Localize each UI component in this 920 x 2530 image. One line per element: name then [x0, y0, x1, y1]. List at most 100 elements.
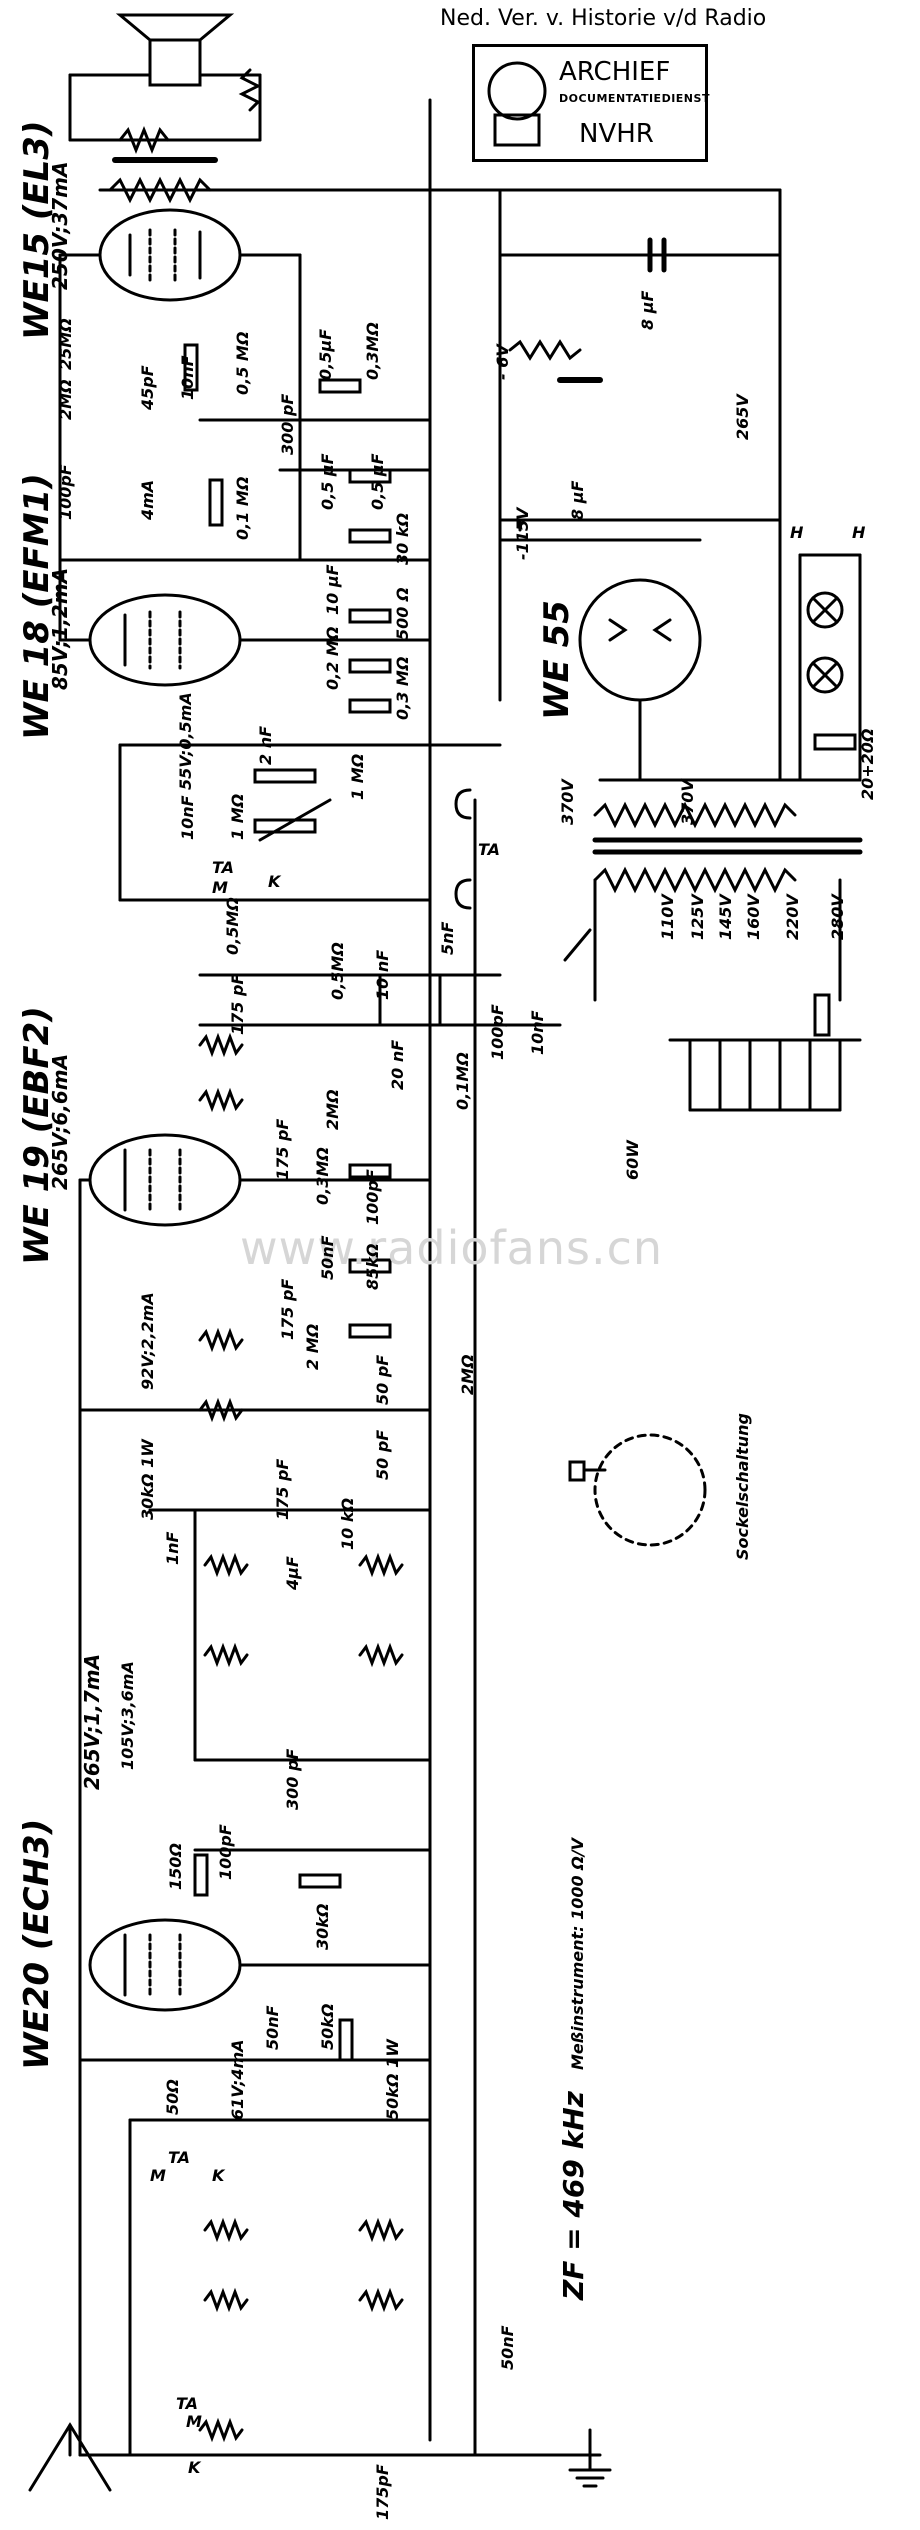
value-c-175pF-b: 175 pF — [273, 1118, 292, 1180]
value-i-4mA: 4mA — [138, 479, 157, 520]
stamp-logo-icon — [487, 61, 547, 147]
value-tap-160: 160V — [744, 894, 763, 940]
value-c-100pF-b: 100pF — [488, 1004, 507, 1060]
value-r-50k-b: 50kΩ 1W — [383, 2039, 402, 2120]
value-r-1M-b: 1 MΩ — [348, 753, 367, 800]
value-c-2nF: 2 nF — [256, 725, 275, 765]
switch-label-k-2: K — [212, 2166, 225, 2185]
if-frequency-note: ZF = 469 kHz — [557, 2091, 590, 2300]
speaker-icon — [148, 38, 202, 87]
value-c-100pF-c: 100pF — [363, 1169, 382, 1225]
value-v-265V: 265V — [733, 394, 752, 440]
value-r-05M-b: 0,5MΩ — [223, 897, 242, 955]
value-r-2M-a: 2MΩ — [56, 379, 75, 420]
heater-label-1: H — [790, 523, 804, 542]
value-c-175pF-d: 175 pF — [273, 1458, 292, 1520]
switch-label-m-2: M — [150, 2166, 166, 2185]
value-r-10k: 10 kΩ — [338, 1497, 357, 1550]
value-r-50k-a: 50kΩ — [318, 2003, 337, 2050]
value-v-6V: - 6V — [493, 344, 512, 380]
mains-fuse — [813, 993, 831, 1037]
value-r-03M-b: 0,3 MΩ — [393, 656, 412, 720]
tube-spec-we15: 250V;37mA — [48, 161, 72, 290]
value-v-370-b: 370V — [678, 779, 697, 825]
value-r-1M-a: 1 MΩ — [228, 793, 247, 840]
stamp-line-1: ARCHIEF — [559, 57, 671, 87]
value-r-01M: 0,1 MΩ — [233, 476, 252, 540]
resistor-speaker — [118, 125, 170, 155]
lamp-icon-1 — [806, 591, 844, 629]
value-tap-220: 220V — [783, 894, 802, 940]
watermark: www.radiofans.cn — [240, 1221, 664, 1275]
value-c-8uF-b: 8 μF — [568, 480, 587, 520]
value-c-05uF-b: 0,5 μF — [318, 453, 337, 510]
value-c-50nF-b: 50nF — [263, 2005, 282, 2050]
value-c-05uF-a: 0,5μF — [316, 328, 335, 380]
value-r-02M: 0,2 MΩ — [323, 626, 342, 690]
socket-note: Sockelschaltung — [733, 1413, 752, 1560]
lamp-icon-2 — [806, 656, 844, 694]
tube-spec-we20: 265V;1,7mA — [80, 1653, 104, 1790]
value-c-175pF-c: 175 pF — [278, 1278, 297, 1340]
value-v-370-a: 370V — [558, 779, 577, 825]
header-note: Ned. Ver. v. Historie v/d Radio — [440, 6, 767, 31]
archive-stamp: ARCHIEF DOCUMENTATIEDIENST NVHR — [472, 44, 710, 162]
osc-coil-1 — [203, 1552, 249, 1578]
value-r-30k-c: 30kΩ — [313, 1903, 332, 1950]
osc-coil-2 — [358, 1552, 404, 1578]
value-r-500: 500 Ω — [393, 587, 412, 640]
value-r-01M-b: 0,1MΩ — [453, 1052, 472, 1110]
switch-label-ta-1: TA — [212, 858, 235, 877]
value-v-61V: 61V;4mA — [228, 2039, 247, 2120]
stamp-line-2: DOCUMENTATIEDIENST — [559, 92, 710, 105]
value-v-105V: 105V;3,6mA — [118, 1661, 137, 1770]
meter-note: Meßinstrument: 1000 Ω/V — [568, 1837, 587, 2070]
mains-transformer-secondary — [593, 801, 797, 829]
mains-transformer-primary — [593, 866, 797, 894]
value-r-30k-a: 30 kΩ — [393, 512, 412, 565]
value-r-20-20: 20+20Ω — [858, 728, 877, 800]
value-c-50nF-c: 50nF — [498, 2325, 517, 2370]
value-c-8uF-a: 8 μF — [638, 290, 657, 330]
value-c-50pF-a: 50 pF — [373, 1354, 392, 1405]
tube-label-we20: WE20 (ECH3) — [17, 1818, 57, 2070]
value-v-115V: -115V — [513, 507, 532, 560]
tube-we18 — [88, 593, 242, 687]
value-c-45pF: 45pF — [138, 365, 157, 410]
value-c-175pF-e: 175pF — [373, 2464, 392, 2520]
value-c-10nF-b: 10nF — [178, 795, 197, 840]
tube-label-we55: WE 55 — [537, 600, 577, 720]
value-c-50pF-b: 50 pF — [373, 1429, 392, 1480]
output-transformer — [108, 176, 212, 204]
value-c-50nF-a: 50nF — [318, 1235, 337, 1280]
switch-label-m-1: M — [212, 878, 228, 897]
switch-label-ta-3: TA — [176, 2394, 199, 2413]
value-r-05M-a: 0,5 MΩ — [233, 331, 252, 395]
value-c-300pF-a: 300 pF — [278, 393, 297, 455]
pickup-jack — [454, 788, 472, 820]
stamp-line-3: NVHR — [579, 119, 654, 149]
tube-we55 — [578, 578, 702, 702]
tube-we19 — [88, 1133, 242, 1227]
heater-label-2: H — [852, 523, 866, 542]
tube-we20 — [88, 1918, 242, 2012]
value-tap-145: 145V — [716, 894, 735, 940]
value-c-10nF-d: 10nF — [528, 1010, 547, 1055]
value-r-25M: 25MΩ — [56, 318, 75, 370]
switch-label-k-1: K — [268, 872, 281, 891]
value-c-4uF: 4μF — [283, 1556, 302, 1590]
value-r-30k-b: 30kΩ 1W — [138, 1439, 157, 1520]
value-c-10uF: 10 μF — [323, 564, 342, 615]
value-c-20nF: 20 nF — [388, 1039, 407, 1090]
value-r-05M-c: 0,5MΩ — [328, 942, 347, 1000]
tube-spec-we18: 85V;1,2mA — [48, 567, 72, 690]
value-c-05uF-c: 0,5 μF — [368, 453, 387, 510]
value-r-2M-d: 2MΩ — [458, 1354, 477, 1395]
value-c-100pF-a: 100pF — [56, 464, 75, 520]
value-c-300pF-b: 300 pF — [283, 1748, 302, 1810]
value-c-100pF-d: 100pF — [216, 1824, 235, 1880]
field-coil — [508, 339, 582, 361]
tube-socket-icon — [593, 1433, 707, 1547]
value-c-10nF-a: 10nF — [178, 355, 197, 400]
